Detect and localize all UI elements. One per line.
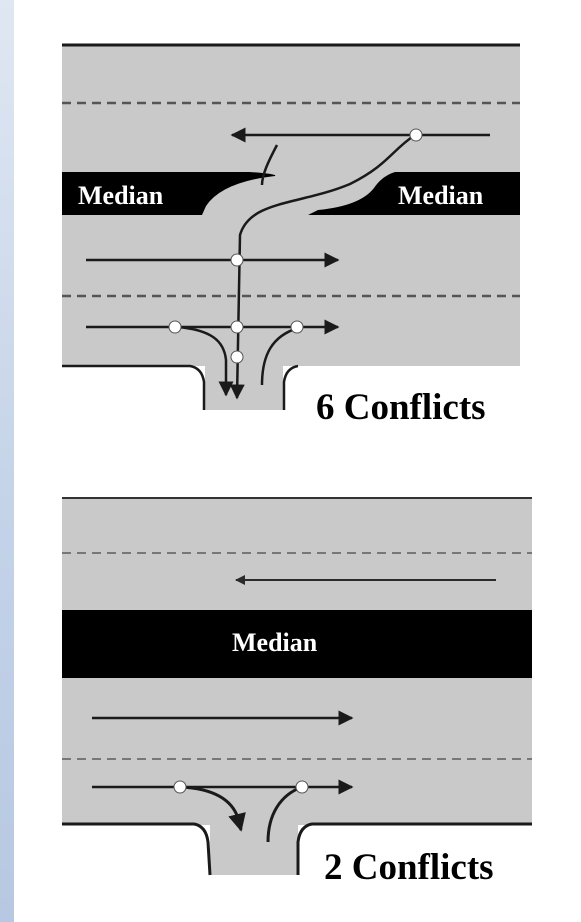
bottom-road-edge-bottom-left xyxy=(62,822,212,876)
bottom-right-turn-path xyxy=(181,785,246,832)
bottom-median xyxy=(62,610,532,678)
top-median-right-label: Median xyxy=(398,181,484,210)
top-side-left-turn xyxy=(260,144,279,186)
top-left-turn-path xyxy=(229,133,416,400)
bottom-conflict-count: 2 Conflicts xyxy=(324,847,494,888)
bottom-side-road xyxy=(210,823,298,875)
top-conflict-point xyxy=(230,350,244,364)
bottom-intersection xyxy=(62,497,532,876)
top-median-left xyxy=(62,172,276,215)
top-conflict-point xyxy=(230,253,244,267)
top-conflict-point xyxy=(168,320,182,334)
bottom-median-label: Median xyxy=(232,628,318,657)
side-gradient-band xyxy=(0,0,14,922)
top-conflict-point xyxy=(230,320,244,334)
bottom-road-edge-bottom-right xyxy=(296,822,532,875)
top-conflict-point xyxy=(409,128,423,142)
top-conflict-count: 6 Conflicts xyxy=(316,387,486,428)
top-right-turn-path xyxy=(177,325,234,397)
top-exit-right-turn xyxy=(260,326,299,386)
top-median-right xyxy=(308,172,520,215)
bottom-conflict-point xyxy=(173,780,187,794)
top-road-edge-bottom-right xyxy=(282,364,299,410)
top-conflict-point xyxy=(290,320,304,334)
top-intersection xyxy=(62,43,520,410)
top-side-road xyxy=(205,364,283,410)
bottom-conflict-point xyxy=(295,780,309,794)
top-road-edge-bottom-left xyxy=(62,364,206,410)
top-median-left-label: Median xyxy=(78,181,164,210)
